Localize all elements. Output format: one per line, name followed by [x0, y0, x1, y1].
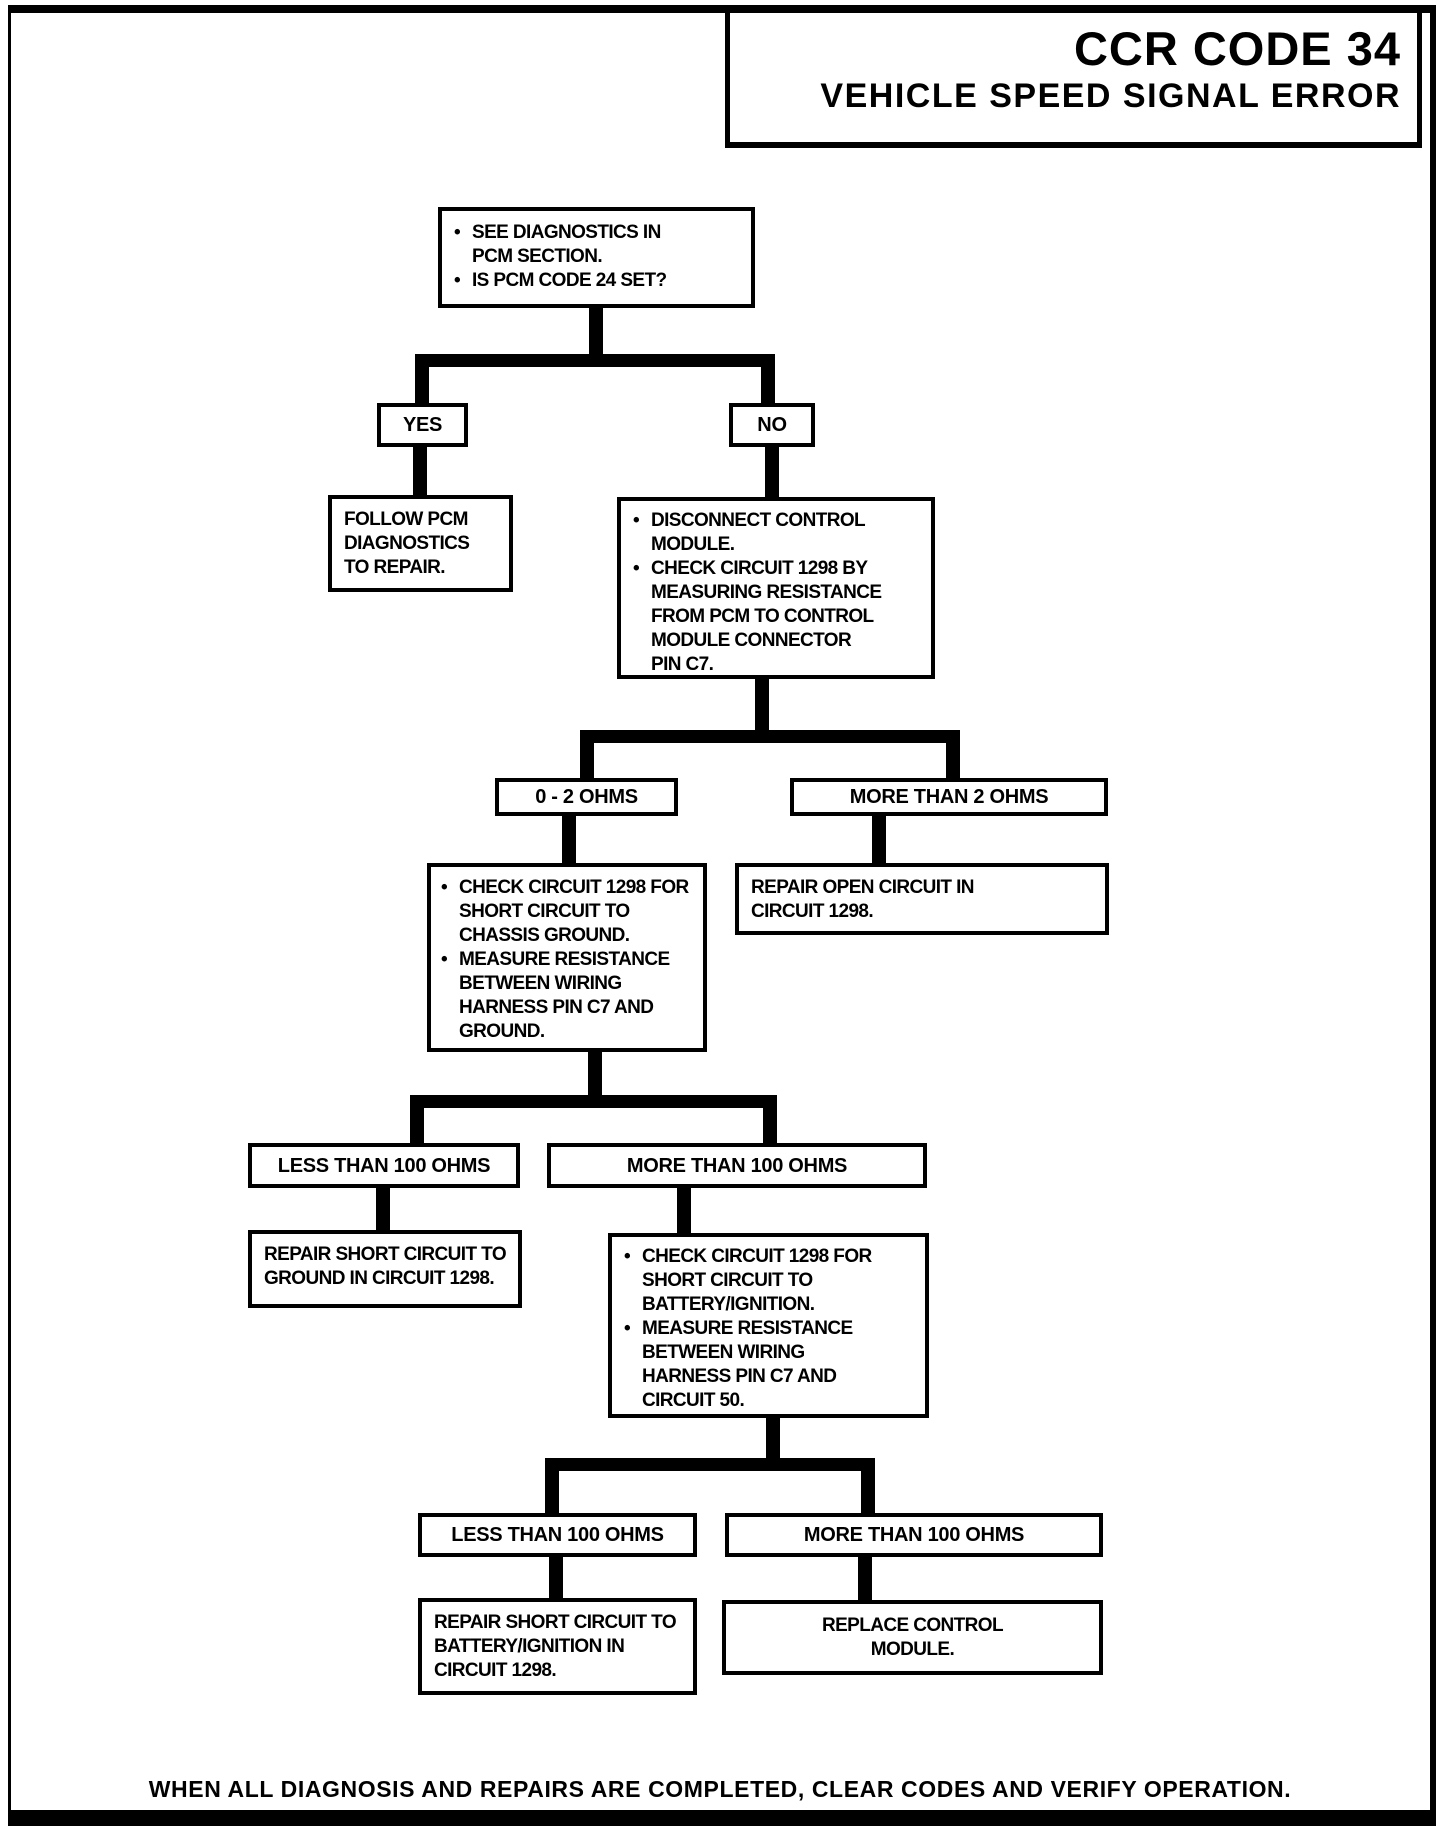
- page-title: CCR CODE 34: [1073, 22, 1401, 75]
- ohms-more-2-label: MORE THAN 2 OHMS: [849, 786, 1049, 808]
- node-replace-module: REPLACE CONTROL MODULE.: [722, 1600, 1103, 1675]
- connector-disconnect-down: [755, 674, 769, 734]
- node-no: NO: [729, 403, 815, 447]
- connector-less-a-down: [376, 1186, 390, 1234]
- start-step-2: IS PCM CODE 24 SET?: [472, 270, 667, 291]
- more-100-b-label: MORE THAN 100 OHMS: [803, 1524, 1025, 1546]
- node-repair-battery: REPAIR SHORT CIRCUIT TO BATTERY/IGNITION…: [418, 1598, 697, 1695]
- node-check-battery: CHECK CIRCUIT 1298 FOR SHORT CIRCUIT TO …: [608, 1233, 929, 1418]
- replace-module-text: REPLACE CONTROL MODULE.: [821, 1614, 1004, 1660]
- node-less-100-b: LESS THAN 100 OHMS: [418, 1513, 697, 1557]
- connector-yes-to-follow: [413, 445, 427, 499]
- node-follow-pcm: FOLLOW PCM DIAGNOSTICS TO REPAIR.: [328, 495, 513, 592]
- page-subtitle: VEHICLE SPEED SIGNAL ERROR: [820, 76, 1401, 115]
- node-repair-ground: REPAIR SHORT CIRCUIT TO GROUND IN CIRCUI…: [248, 1230, 522, 1308]
- node-repair-open: REPAIR OPEN CIRCUIT IN CIRCUIT 1298.: [735, 863, 1109, 935]
- connector-more-2-to-repair: [872, 813, 886, 867]
- check-chassis-step-2: MEASURE RESISTANCE BETWEEN WIRING HARNES…: [459, 949, 670, 1042]
- connector-bar-100-b: [545, 1458, 875, 1471]
- connector-battery-down: [766, 1416, 780, 1462]
- connector-less-b-down: [549, 1555, 563, 1602]
- connector-more-a-down: [677, 1186, 691, 1237]
- connector-chassis-down: [588, 1050, 602, 1099]
- less-100-b-label: LESS THAN 100 OHMS: [451, 1524, 664, 1546]
- title-box: CCR CODE 34 VEHICLE SPEED SIGNAL ERROR: [725, 13, 1422, 148]
- connector-drop-less-a: [410, 1100, 424, 1147]
- ohms-0-2-label: 0 - 2 OHMS: [535, 786, 638, 808]
- node-ohms-0-2: 0 - 2 OHMS: [495, 778, 678, 816]
- node-more-100-b: MORE THAN 100 OHMS: [725, 1513, 1103, 1557]
- connector-0-2-to-check: [562, 813, 576, 867]
- connector-drop-more-b: [861, 1463, 875, 1517]
- connector-drop-0-2: [580, 737, 594, 782]
- connector-drop-yes: [415, 360, 429, 407]
- less-100-a-label: LESS THAN 100 OHMS: [277, 1154, 491, 1177]
- connector-more-b-down: [858, 1555, 872, 1604]
- follow-pcm-text: FOLLOW PCM DIAGNOSTICS TO REPAIR.: [344, 509, 470, 578]
- connector-bar-yes-no: [415, 354, 775, 367]
- node-yes: YES: [377, 403, 468, 447]
- yes-label: YES: [402, 414, 443, 436]
- start-step-1: SEE DIAGNOSTICS IN PCM SECTION.: [472, 222, 661, 267]
- check-chassis-step-1: CHECK CIRCUIT 1298 FOR SHORT CIRCUIT TO …: [459, 877, 689, 946]
- disconnect-step-2: CHECK CIRCUIT 1298 BY MEASURING RESISTAN…: [651, 558, 882, 675]
- repair-battery-text: REPAIR SHORT CIRCUIT TO BATTERY/IGNITION…: [434, 1612, 677, 1681]
- connector-drop-less-b: [545, 1463, 559, 1517]
- node-start: SEE DIAGNOSTICS IN PCM SECTION. IS PCM C…: [438, 207, 755, 308]
- connector-no-to-disconnect: [765, 445, 779, 501]
- footer-note: WHEN ALL DIAGNOSIS AND REPAIRS ARE COMPL…: [148, 1776, 1292, 1802]
- connector-bar-ohms: [580, 730, 960, 743]
- disconnect-step-1: DISCONNECT CONTROL MODULE.: [651, 510, 866, 555]
- connector-drop-no: [761, 360, 775, 407]
- no-label: NO: [757, 414, 787, 436]
- node-disconnect: DISCONNECT CONTROL MODULE. CHECK CIRCUIT…: [617, 497, 935, 679]
- more-100-a-label: MORE THAN 100 OHMS: [626, 1154, 848, 1177]
- connector-drop-more-a: [763, 1100, 777, 1147]
- connector-drop-more-2: [946, 737, 960, 782]
- repair-open-text: REPAIR OPEN CIRCUIT IN CIRCUIT 1298.: [751, 877, 975, 922]
- node-ohms-more-2: MORE THAN 2 OHMS: [790, 778, 1108, 816]
- check-battery-step-2: MEASURE RESISTANCE BETWEEN WIRING HARNES…: [642, 1318, 853, 1411]
- repair-ground-text: REPAIR SHORT CIRCUIT TO GROUND IN CIRCUI…: [264, 1244, 507, 1289]
- connector-bar-100-a: [410, 1095, 777, 1108]
- connector-start-down: [589, 306, 603, 358]
- node-less-100-a: LESS THAN 100 OHMS: [248, 1143, 520, 1188]
- check-battery-step-1: CHECK CIRCUIT 1298 FOR SHORT CIRCUIT TO …: [642, 1246, 872, 1315]
- node-more-100-a: MORE THAN 100 OHMS: [547, 1143, 927, 1188]
- node-check-chassis: CHECK CIRCUIT 1298 FOR SHORT CIRCUIT TO …: [427, 863, 707, 1052]
